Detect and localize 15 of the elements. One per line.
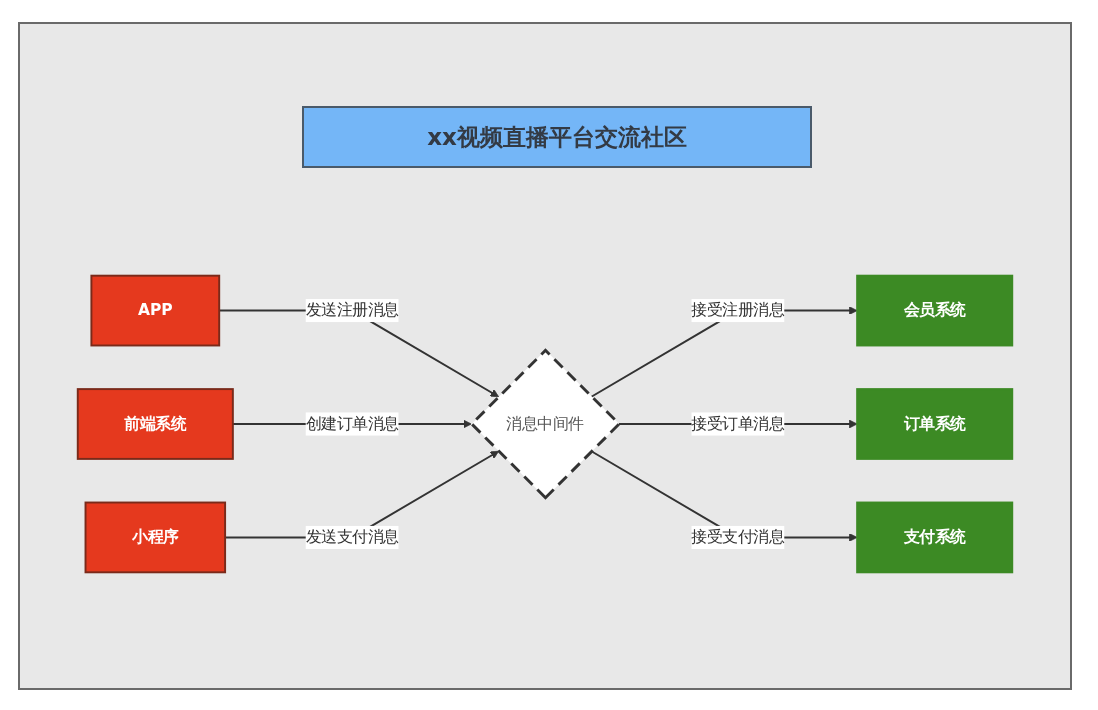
edge-label: 创建订单消息: [305, 414, 399, 433]
node-box: [856, 388, 1014, 460]
edge-label: 发送支付消息: [305, 527, 399, 547]
node-box: [856, 274, 1014, 347]
node-box: [856, 501, 1014, 574]
edge-label: 发送注册消息: [305, 300, 399, 320]
title-banner: xx视频直播平台交流社区: [302, 106, 812, 168]
edge-label: 接受注册消息: [691, 300, 785, 320]
node-box: [84, 501, 227, 574]
node-box: [90, 274, 221, 347]
node-box: [76, 388, 234, 460]
edge-label: 接受支付消息: [691, 527, 785, 547]
canvas-panel: 发送注册消息 创建订单消息 发送支付消息 接受注册消息 接受订单消息 接受支付消息 APP 前端系统 小程序 消息中间件 会员系统 订单系统 支付系统 xx视频直播平台交流社区: [18, 22, 1072, 690]
node-diamond: [469, 348, 622, 500]
edge-label: 接受订单消息: [691, 414, 785, 433]
